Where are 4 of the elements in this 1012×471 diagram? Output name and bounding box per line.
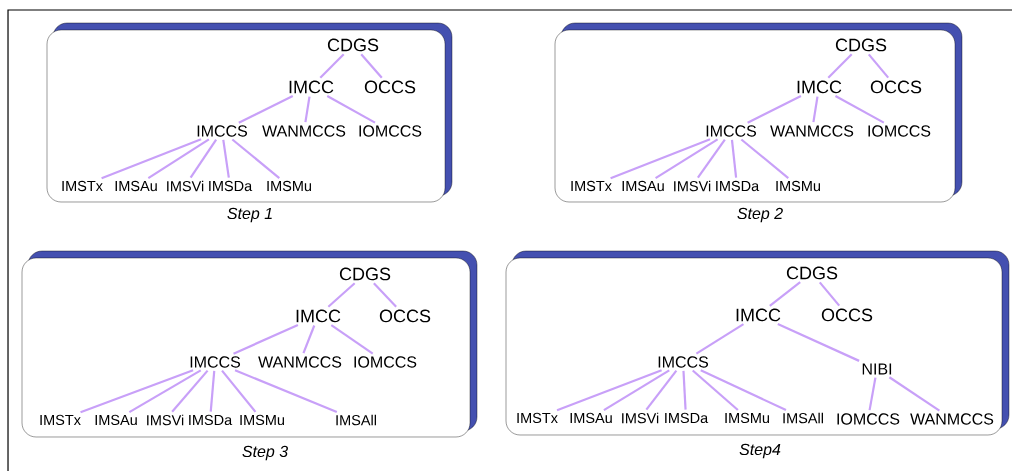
step-caption: Step 2 xyxy=(737,207,783,223)
step-caption: Step 1 xyxy=(227,207,272,223)
step-caption: Step 3 xyxy=(242,445,288,461)
step-caption: Step4 xyxy=(739,443,781,459)
